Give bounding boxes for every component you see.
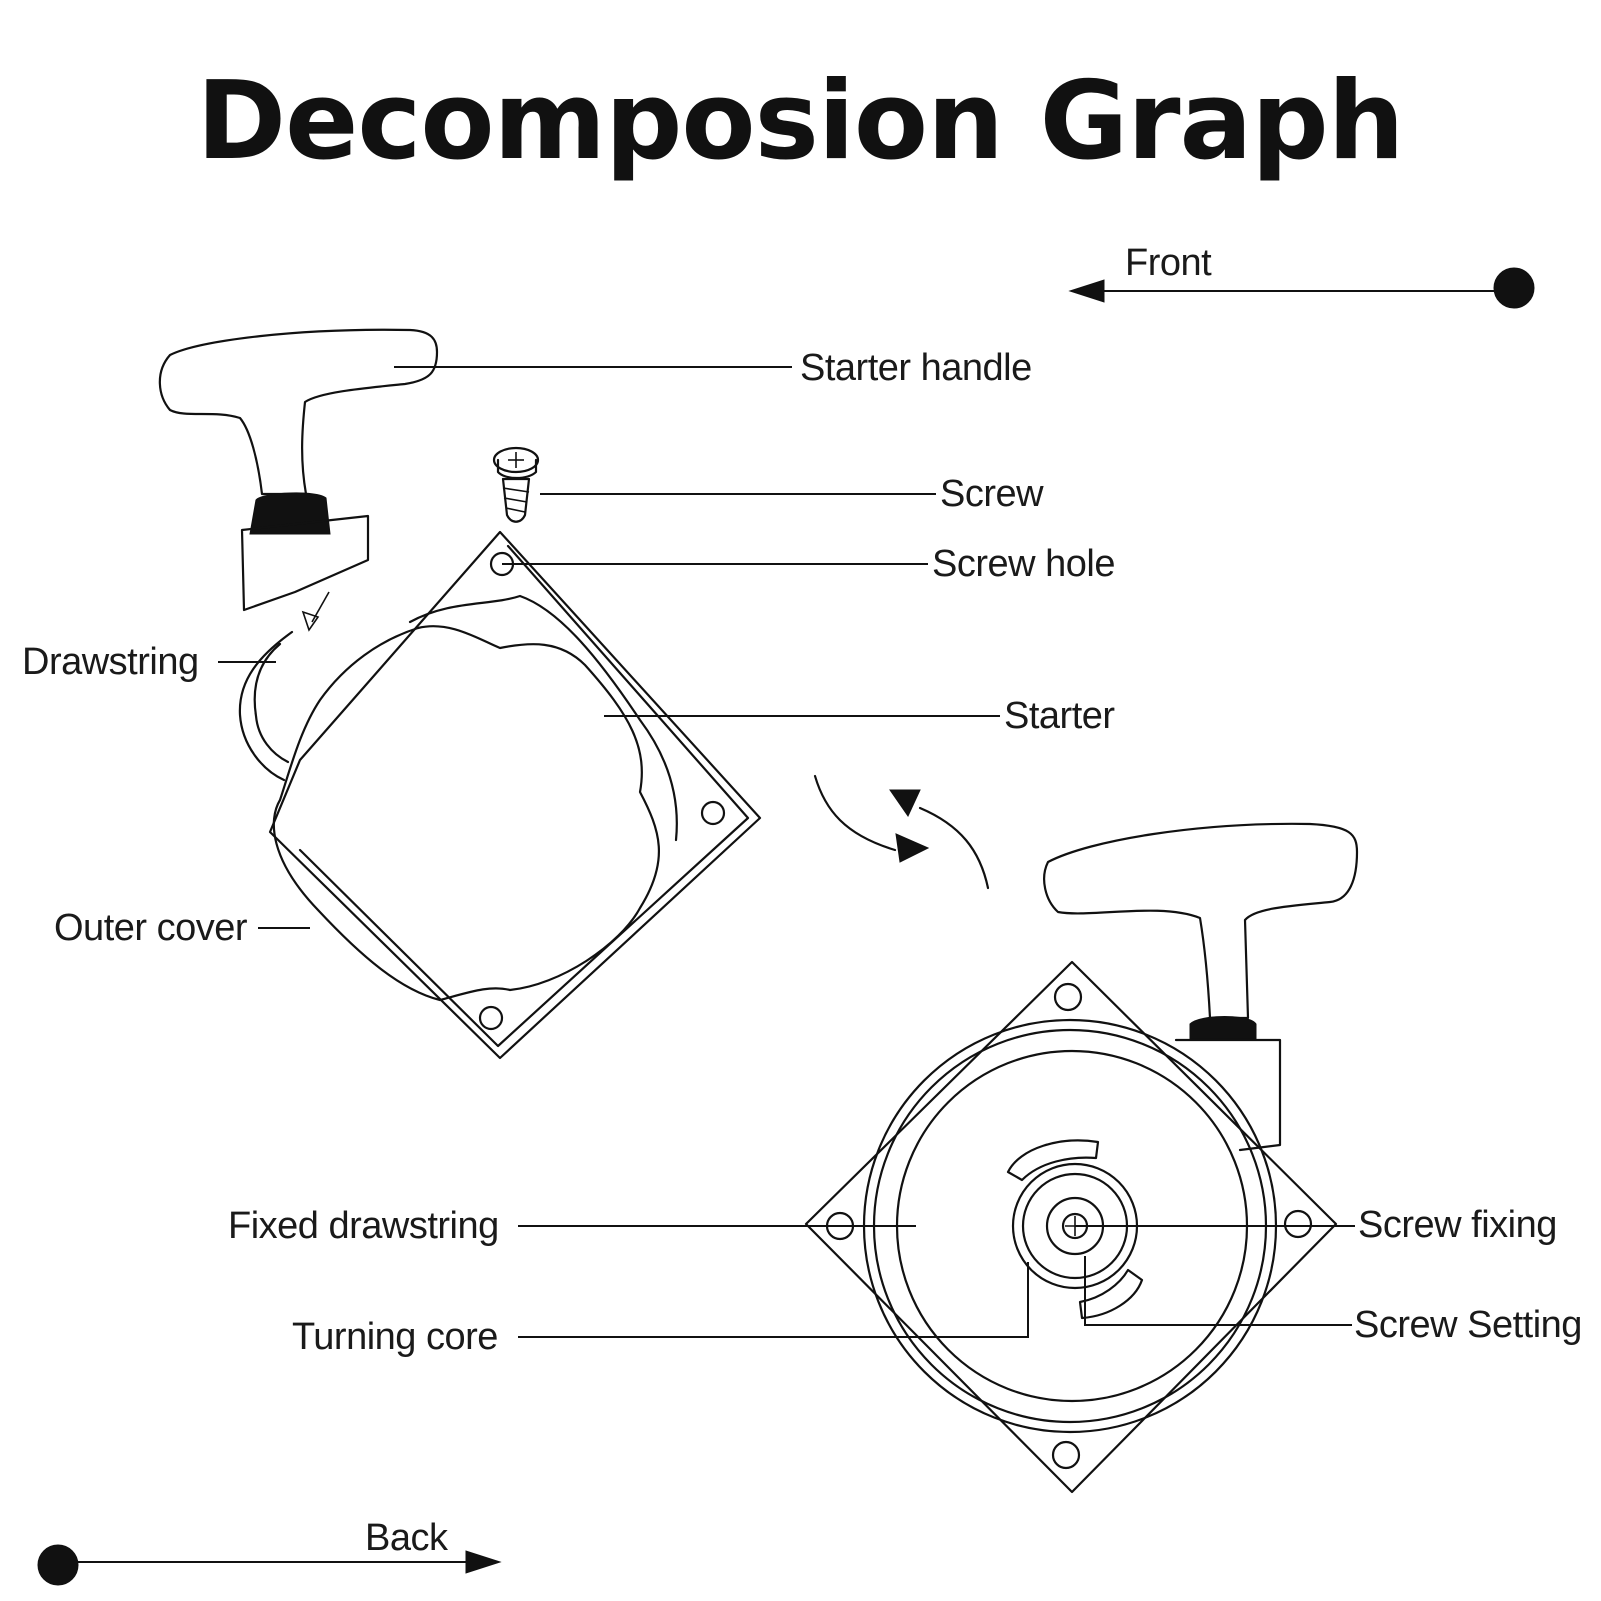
- starter-handle-part: [158, 328, 439, 632]
- diagram-title: Decomposion Graph: [196, 59, 1403, 184]
- outer-cover-label: Outer cover: [54, 907, 248, 949]
- exploded-starter-assembly: Starter handle Screw Screw hole Drawstri…: [22, 328, 1116, 1060]
- turning-core-label: Turning core: [292, 1316, 498, 1358]
- drawstring-label: Drawstring: [22, 641, 199, 683]
- front-dot-icon: [1493, 267, 1535, 309]
- assembled-starter-back-view: Fixed drawstring Turning core Screw fixi…: [228, 822, 1582, 1494]
- back-direction-indicator: Back: [37, 1517, 502, 1586]
- turning-core-leader: [518, 1262, 1029, 1338]
- screw-setting-leader: [1084, 1256, 1352, 1326]
- screw-label: Screw: [940, 473, 1044, 515]
- back-arrow-icon: [465, 1550, 502, 1574]
- fixed-drawstring-label: Fixed drawstring: [228, 1205, 499, 1247]
- front-arrow-icon: [1068, 279, 1105, 303]
- screw-hole-label: Screw hole: [932, 543, 1115, 585]
- drawstring-part: [238, 630, 294, 782]
- front-label: Front: [1125, 242, 1212, 284]
- starter-body-part: [268, 530, 762, 1060]
- front-direction-indicator: Front: [1068, 242, 1535, 309]
- rotation-arrows-icon: [813, 774, 990, 890]
- back-label: Back: [365, 1517, 449, 1559]
- screw-fixing-label: Screw fixing: [1358, 1204, 1557, 1246]
- screw-setting-label: Screw Setting: [1354, 1304, 1582, 1346]
- assembled-handle-part: [1043, 822, 1359, 1152]
- starter-label: Starter: [1004, 695, 1115, 737]
- back-dot-icon: [37, 1544, 79, 1586]
- starter-handle-label: Starter handle: [800, 347, 1032, 389]
- screw-part: [492, 446, 540, 523]
